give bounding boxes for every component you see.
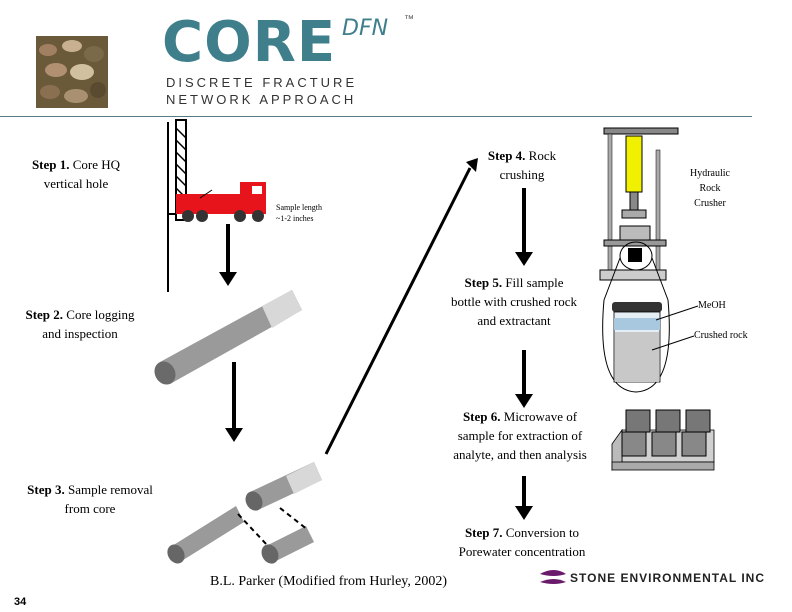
company-name: STONE ENVIRONMENTAL INC <box>570 571 766 585</box>
credit-text: B.L. Parker (Modified from Hurley, 2002) <box>210 574 448 589</box>
hydraulic-crusher-icon <box>599 127 679 301</box>
sample-length-label: Sample length~1-2 inches <box>276 203 322 223</box>
sample-bottle-icon <box>602 299 699 393</box>
logo-core: CORE <box>162 10 337 75</box>
subtitle-line1: DISCRETE FRACTURE <box>166 75 358 90</box>
subtitle-line2: NETWORK APPROACH <box>166 92 357 107</box>
crushed-rock-label: Crushed rock <box>694 330 748 341</box>
page-number: 34 <box>14 596 27 608</box>
trademark: ™ <box>404 14 414 25</box>
logo-dfn: DFN <box>342 16 389 41</box>
meoh-label: MeOH <box>698 300 726 311</box>
microwave-vials-icon <box>611 409 715 471</box>
core-cylinder-icon <box>154 290 302 385</box>
stone-logo-icon <box>540 570 566 584</box>
rock-photo <box>36 36 108 108</box>
drill-rig-icon <box>167 119 266 292</box>
core-samples-icon <box>167 462 322 564</box>
header-divider <box>0 116 752 117</box>
